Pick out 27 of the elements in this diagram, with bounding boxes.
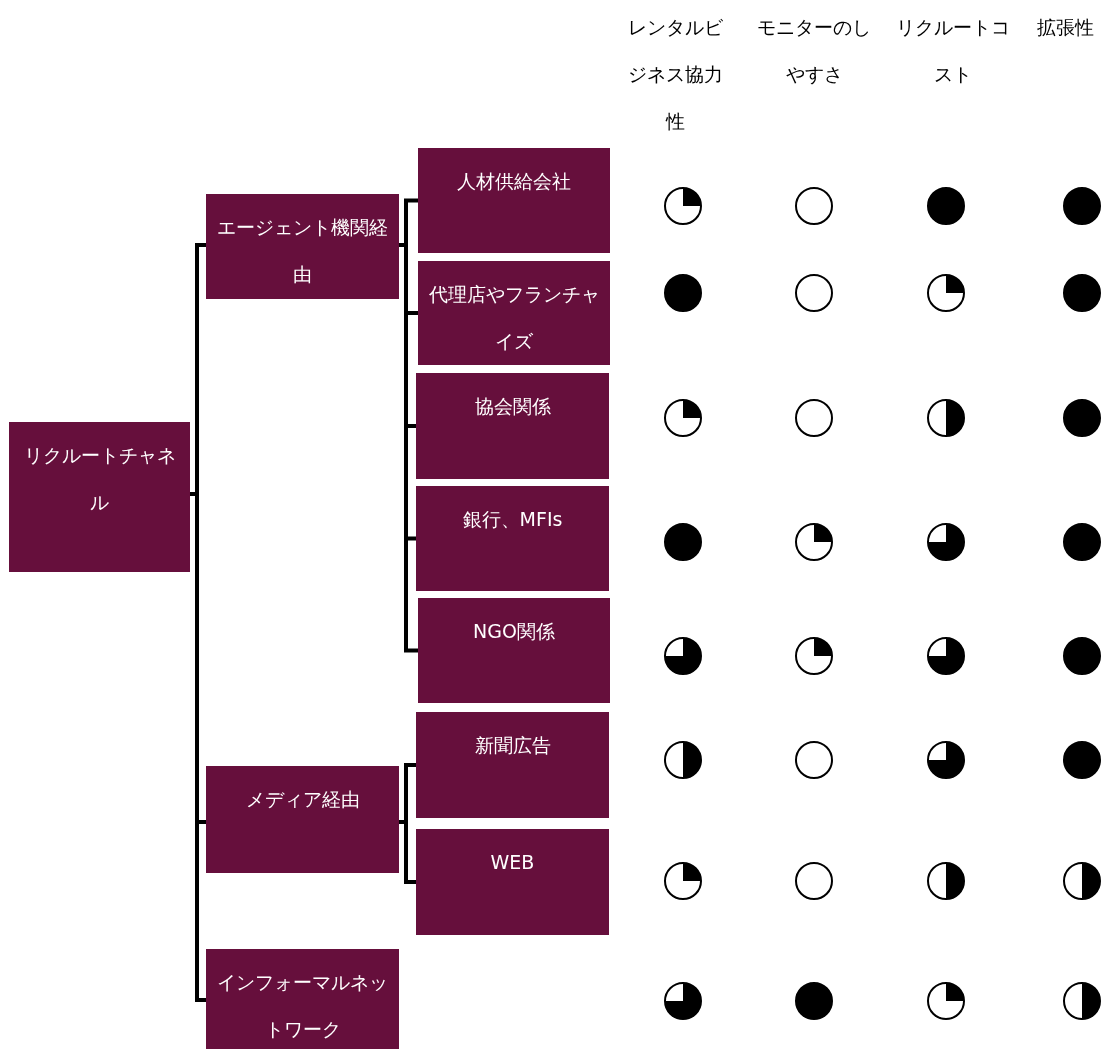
category-box [416, 486, 609, 591]
category-box [206, 766, 399, 873]
column-header: レンタルビジネス協力性 [626, 15, 724, 134]
category-label: インフォーマルネットワーク [216, 970, 389, 1042]
category-label: リクルートチャネル [22, 443, 177, 515]
category-box [418, 261, 610, 365]
connector-line [399, 820, 416, 884]
column-header: リクルートコスト [895, 15, 1011, 87]
category-box [416, 373, 609, 479]
category-label: WEB [490, 850, 535, 875]
category-box [418, 148, 610, 253]
category-box [9, 422, 190, 572]
category-label: メディア経由 [245, 787, 360, 812]
category-box [416, 712, 609, 818]
category-box [206, 949, 399, 1049]
category-label: 銀行、MFIs [462, 507, 563, 532]
category-label: NGO関係 [473, 619, 555, 644]
category-box [206, 194, 399, 299]
column-header: モニターのしやすさ [756, 15, 872, 87]
category-label: 新聞広告 [474, 733, 551, 758]
category-box [416, 829, 609, 935]
category-box [418, 598, 610, 703]
column-header: 拡張性 [1035, 15, 1095, 40]
category-label: 人材供給会社 [457, 169, 571, 194]
category-label: 代理店やフランチャイズ [427, 282, 601, 354]
category-label: 協会関係 [474, 394, 551, 419]
category-label: エージェント機関経由 [216, 215, 389, 287]
